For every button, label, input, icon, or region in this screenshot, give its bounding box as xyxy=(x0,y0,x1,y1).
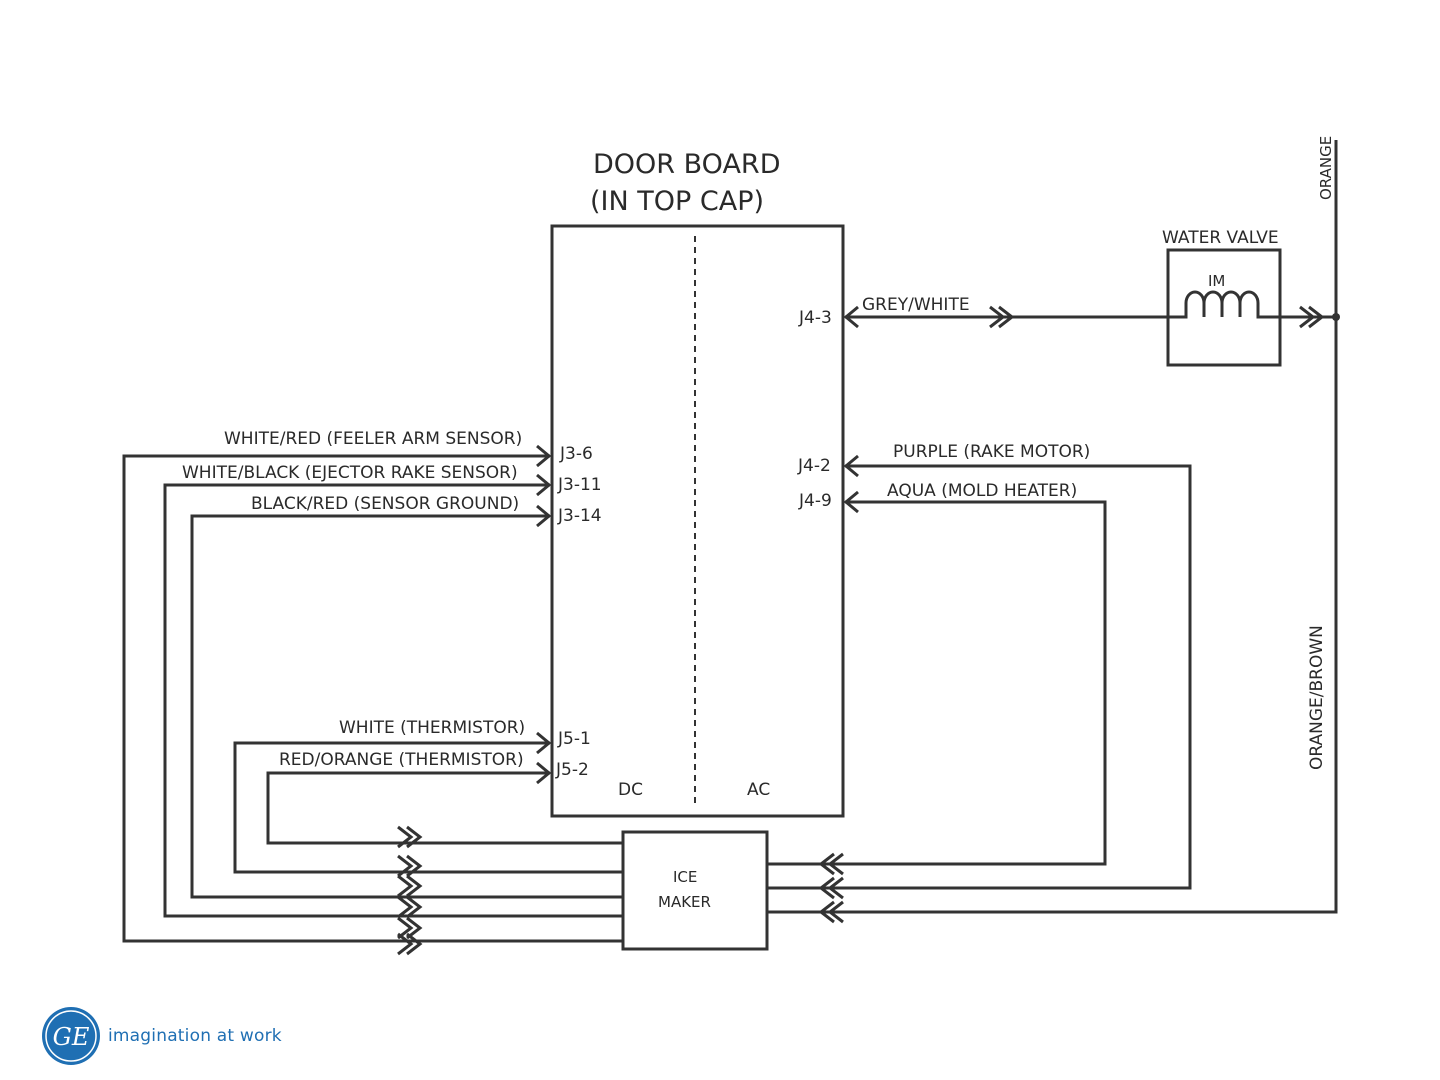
connector-right-icon xyxy=(818,852,844,924)
arrow-j4-9-icon xyxy=(843,490,859,514)
wire-aqua xyxy=(767,500,1107,866)
wire-white-red xyxy=(122,454,623,943)
arrow-j4-2-icon xyxy=(843,454,859,478)
wire-label-white-black: WHITE/BLACK (EJECTOR RAKE SENSOR) xyxy=(182,463,518,483)
pin-j4-3: J4-3 xyxy=(798,308,832,328)
wire-label-aqua: AQUA (MOLD HEATER) xyxy=(887,481,1077,501)
connector-grey-white-icon xyxy=(989,305,1015,329)
wire-label-white-thermistor: WHITE (THERMISTOR) xyxy=(339,718,525,738)
connector-valve-icon xyxy=(1299,305,1325,329)
pin-j3-14: J3-14 xyxy=(557,506,602,526)
wire-label-grey-white: GREY/WHITE xyxy=(862,295,970,315)
wire-white-thermistor xyxy=(233,741,623,874)
door-board xyxy=(550,224,845,818)
wire-label-black-red: BLACK/RED (SENSOR GROUND) xyxy=(251,494,519,514)
wire-label-orange: ORANGE xyxy=(1317,136,1335,200)
ac-label: AC xyxy=(747,780,770,800)
ice-maker-label-1: ICE xyxy=(673,868,697,886)
pin-j4-9: J4-9 xyxy=(798,491,832,511)
wire-label-orange-brown: ORANGE/BROWN xyxy=(1307,625,1327,770)
wire-label-white-red: WHITE/RED (FEELER ARM SENSOR) xyxy=(224,429,522,449)
wire-orange-brown xyxy=(767,140,1338,914)
valve-coil-icon xyxy=(1168,290,1280,319)
ge-logo-icon: GE xyxy=(42,1007,100,1065)
pin-j5-2: J5-2 xyxy=(555,760,589,780)
pin-j5-1: J5-1 xyxy=(557,729,591,749)
footer: GE imagination at work xyxy=(40,1004,282,1068)
tagline: imagination at work xyxy=(108,1026,282,1046)
logo-text: GE xyxy=(53,1023,90,1051)
arrow-j3-6-icon xyxy=(536,444,552,468)
wire-label-purple: PURPLE (RAKE MOTOR) xyxy=(893,442,1090,462)
ice-maker xyxy=(621,830,769,951)
door-board-title: DOOR BOARD xyxy=(593,149,780,180)
arrow-j3-11-icon xyxy=(536,473,552,497)
dc-label: DC xyxy=(618,780,643,800)
valve-coil-label: IM xyxy=(1208,272,1225,290)
wire-label-red-orange-thermistor: RED/ORANGE (THERMISTOR) xyxy=(279,750,524,770)
connector-left-icon xyxy=(397,825,423,956)
water-valve-label: WATER VALVE xyxy=(1162,228,1279,248)
door-board-subtitle: (IN TOP CAP) xyxy=(590,186,764,217)
pin-j3-11: J3-11 xyxy=(557,475,602,495)
arrow-j5-2-icon xyxy=(536,761,552,785)
arrow-j3-14-icon xyxy=(536,504,552,528)
wire-red-orange-thermistor xyxy=(266,771,623,845)
arrow-j4-3-icon xyxy=(843,305,859,329)
arrow-j5-1-icon xyxy=(536,731,552,755)
ice-maker-label-2: MAKER xyxy=(658,893,711,911)
wire-purple xyxy=(767,464,1192,890)
pin-j4-2: J4-2 xyxy=(797,456,831,476)
wire-white-black xyxy=(163,483,623,918)
pin-j3-6: J3-6 xyxy=(559,444,593,464)
